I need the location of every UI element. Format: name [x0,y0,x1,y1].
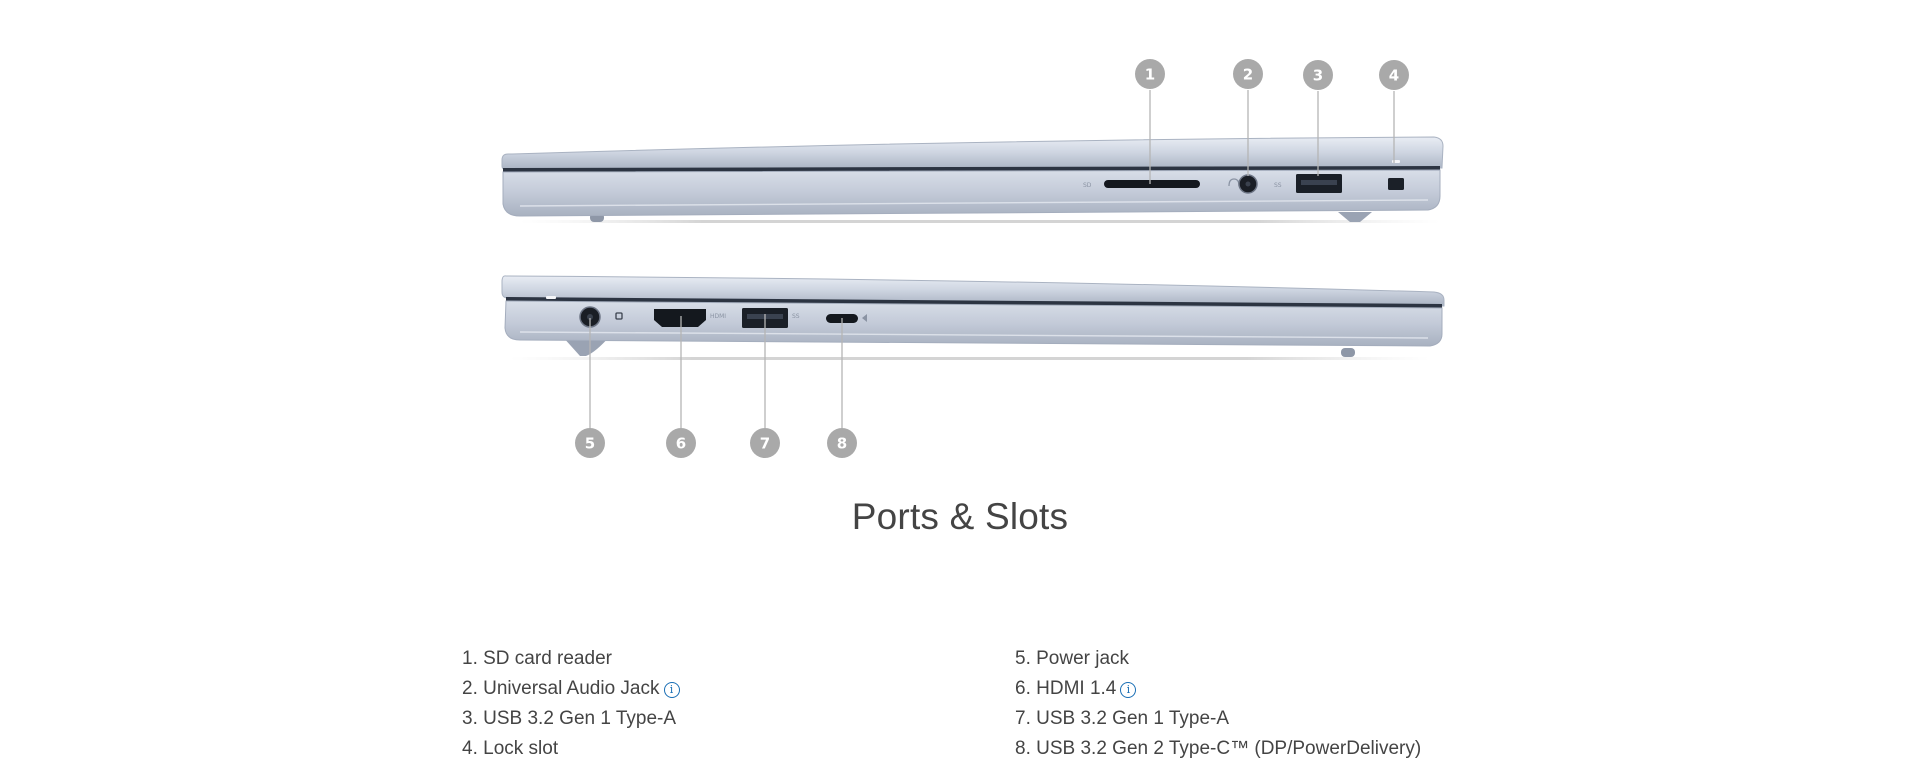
laptop-lid [501,136,1444,171]
info-icon[interactable]: i [663,682,680,698]
hdmi-mark: HDMI [710,313,726,320]
usb-mark: SS [1274,182,1282,189]
callout-6: 6 [666,428,696,458]
port-label: 5. Power jack [1015,648,1130,669]
callout-8: 8 [827,428,857,458]
callout-2: 2 [1233,59,1263,89]
port-list-item: 7. USB 3.2 Gen 1 Type-A [1015,704,1421,734]
port-label: 8. USB 3.2 Gen 2 Type-C™ (DP/PowerDelive… [1015,738,1422,759]
laptop-left-side-view: HDMI SS 5 6 7 8 [501,275,1445,458]
laptop-ports-diagram: SD SS 1 2 3 [501,59,1445,458]
port-label: 3. USB 3.2 Gen 1 Type-A [462,708,677,729]
svg-text:6: 6 [676,435,686,453]
usb-mark: SS [792,313,800,320]
laptop-base [504,300,1443,347]
callout-3: 3 [1303,60,1333,90]
port-label: 7. USB 3.2 Gen 1 Type-A [1015,708,1230,729]
callout-leaders-bottom [589,314,843,428]
info-icon[interactable]: i [1120,682,1137,698]
port-label: 1. SD card reader [462,648,612,669]
sd-mark: SD [1083,182,1092,189]
callout-4: 4 [1379,60,1409,90]
hdmi-port [654,309,706,327]
svg-text:4: 4 [1389,67,1399,85]
svg-text:5: 5 [585,435,595,453]
port-list-left: 1. SD card reader 2. Universal Audio Jac… [462,644,680,764]
callout-leaders-top [1149,90,1395,184]
laptop-foot [1338,212,1372,222]
svg-text:3: 3 [1313,67,1323,85]
port-list-item: 1. SD card reader [462,644,680,674]
svg-text:1: 1 [1145,66,1155,84]
laptop-right-side-view: SD SS 1 2 3 [501,59,1444,223]
port-label: 6. HDMI 1.4 [1015,678,1117,699]
laptop-lid [501,275,1445,307]
port-list-item: 5. Power jack [1015,644,1421,674]
sd-card-slot [1104,180,1200,188]
lock-slot-icon [1388,178,1404,190]
callout-1: 1 [1135,59,1165,89]
port-list-item: 3. USB 3.2 Gen 1 Type-A [462,704,680,734]
port-list-item: 4. Lock slot [462,734,680,764]
port-list-item: 8. USB 3.2 Gen 2 Type-C™ (DP/PowerDelive… [1015,734,1421,764]
svg-text:2: 2 [1243,66,1253,84]
laptop-foot [1341,348,1355,357]
port-label: 4. Lock slot [462,738,559,759]
svg-text:7: 7 [760,435,770,453]
callout-5: 5 [575,428,605,458]
svg-text:8: 8 [837,435,847,453]
callout-7: 7 [750,428,780,458]
section-title: Ports & Slots [851,496,1069,537]
port-label: 2. Universal Audio Jack [462,678,660,699]
